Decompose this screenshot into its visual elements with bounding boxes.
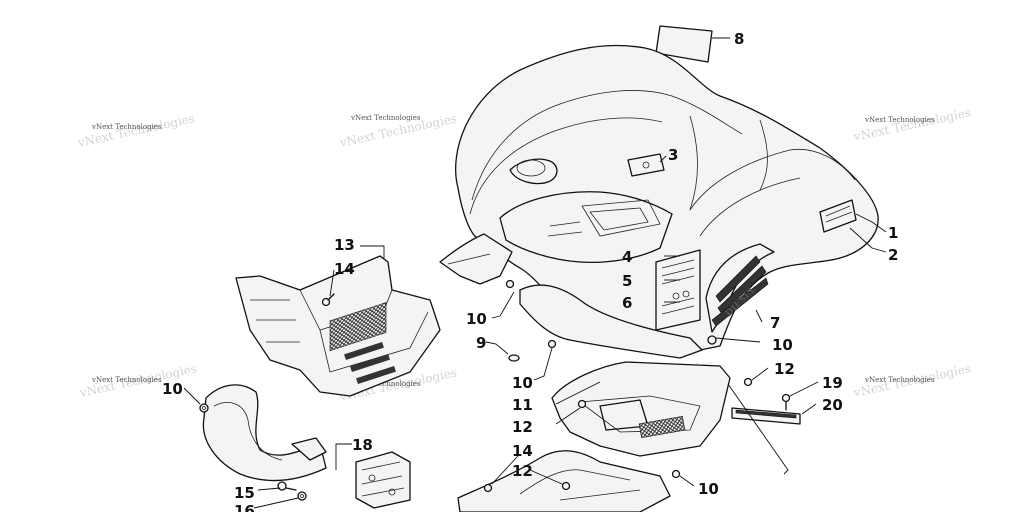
callout-15: 15: [234, 484, 255, 502]
svg-text:vNext Technologies: vNext Technologies: [864, 376, 935, 384]
bolt-10-center: [505, 279, 515, 289]
callout-10-right: 10: [772, 336, 793, 354]
callout-3: 3: [668, 146, 678, 164]
callout-10-center: 10: [466, 310, 487, 328]
callouts: 8 3 1 2 4 5 6 7 10 10 9 10 13 14 10 11 1…: [162, 30, 898, 512]
screw-19: [781, 393, 791, 411]
bolt-10-right: [707, 335, 717, 345]
bolt-15: [277, 481, 297, 491]
svg-text:vNext Technologies: vNext Technologies: [864, 116, 935, 124]
part-1-side-badge: [819, 199, 857, 233]
part-8-decal-strip: [655, 25, 713, 63]
callout-6: 6: [622, 294, 632, 312]
watermark-1: vNext Technologies vNext Technologies: [76, 111, 196, 150]
svg-text:vNext Technologies: vNext Technologies: [852, 105, 972, 144]
part-20-footrest: [731, 407, 801, 425]
callout-14-lower: 14: [512, 442, 533, 460]
callout-19: 19: [822, 374, 843, 392]
watermark-8: vNext Technologies vNext Technologies: [852, 361, 972, 400]
screw-14-lower: [483, 483, 493, 493]
callout-12-mid: 12: [512, 418, 533, 436]
screw-12-lower: [561, 481, 571, 491]
callout-10-lower: 10: [512, 374, 533, 392]
callout-12-right: 12: [774, 360, 795, 378]
hardware-group: [199, 279, 791, 501]
callout-2: 2: [888, 246, 898, 264]
callout-4: 4: [622, 248, 632, 266]
svg-text:vNext Technologies: vNext Technologies: [350, 380, 421, 388]
bolt-12-right: [743, 377, 753, 387]
lower-footwell: [457, 450, 671, 512]
part-13-left-footwell: [235, 255, 441, 397]
washer-16: [297, 491, 307, 501]
bolt-10-lower-right: [671, 469, 681, 479]
bolt-10-lower: [547, 339, 557, 349]
watermark-2: vNext Technologies vNext Technologies: [338, 111, 458, 150]
part-11-right-footwell: [551, 361, 731, 457]
leader-lines: [183, 37, 887, 509]
part-18-bracket: [355, 451, 411, 509]
watermark-4: vNext Technologies vNext Technologies: [852, 105, 972, 144]
svg-text:vNext Technologies: vNext Technologies: [91, 376, 162, 384]
left-splash-guard: [202, 384, 327, 482]
callout-14-upper: 14: [334, 260, 355, 278]
washer-9: [508, 354, 520, 362]
callout-10-left: 10: [162, 380, 183, 398]
screw-14-upper: [321, 293, 335, 307]
callout-18: 18: [352, 436, 373, 454]
callout-16: 16: [234, 502, 255, 512]
callout-13: 13: [334, 236, 355, 254]
svg-text:vNext Technologies: vNext Technologies: [91, 123, 162, 131]
callout-12-lower: 12: [512, 462, 533, 480]
svg-text:vNext Technologies: vNext Technologies: [350, 114, 421, 122]
part-4-5-6-labels: [655, 249, 701, 331]
callout-11: 11: [512, 396, 533, 414]
rear-fender-body: [439, 44, 879, 359]
screw-12-mid: [577, 399, 587, 409]
callout-8: 8: [734, 30, 744, 48]
callout-10-lower-right: 10: [698, 480, 719, 498]
callout-9: 9: [476, 334, 486, 352]
part-3-decal: [627, 153, 665, 177]
washer-10-left: [199, 403, 209, 413]
callout-1: 1: [888, 224, 898, 242]
callout-5: 5: [622, 272, 632, 290]
callout-7: 7: [770, 314, 780, 332]
callout-20: 20: [822, 396, 843, 414]
